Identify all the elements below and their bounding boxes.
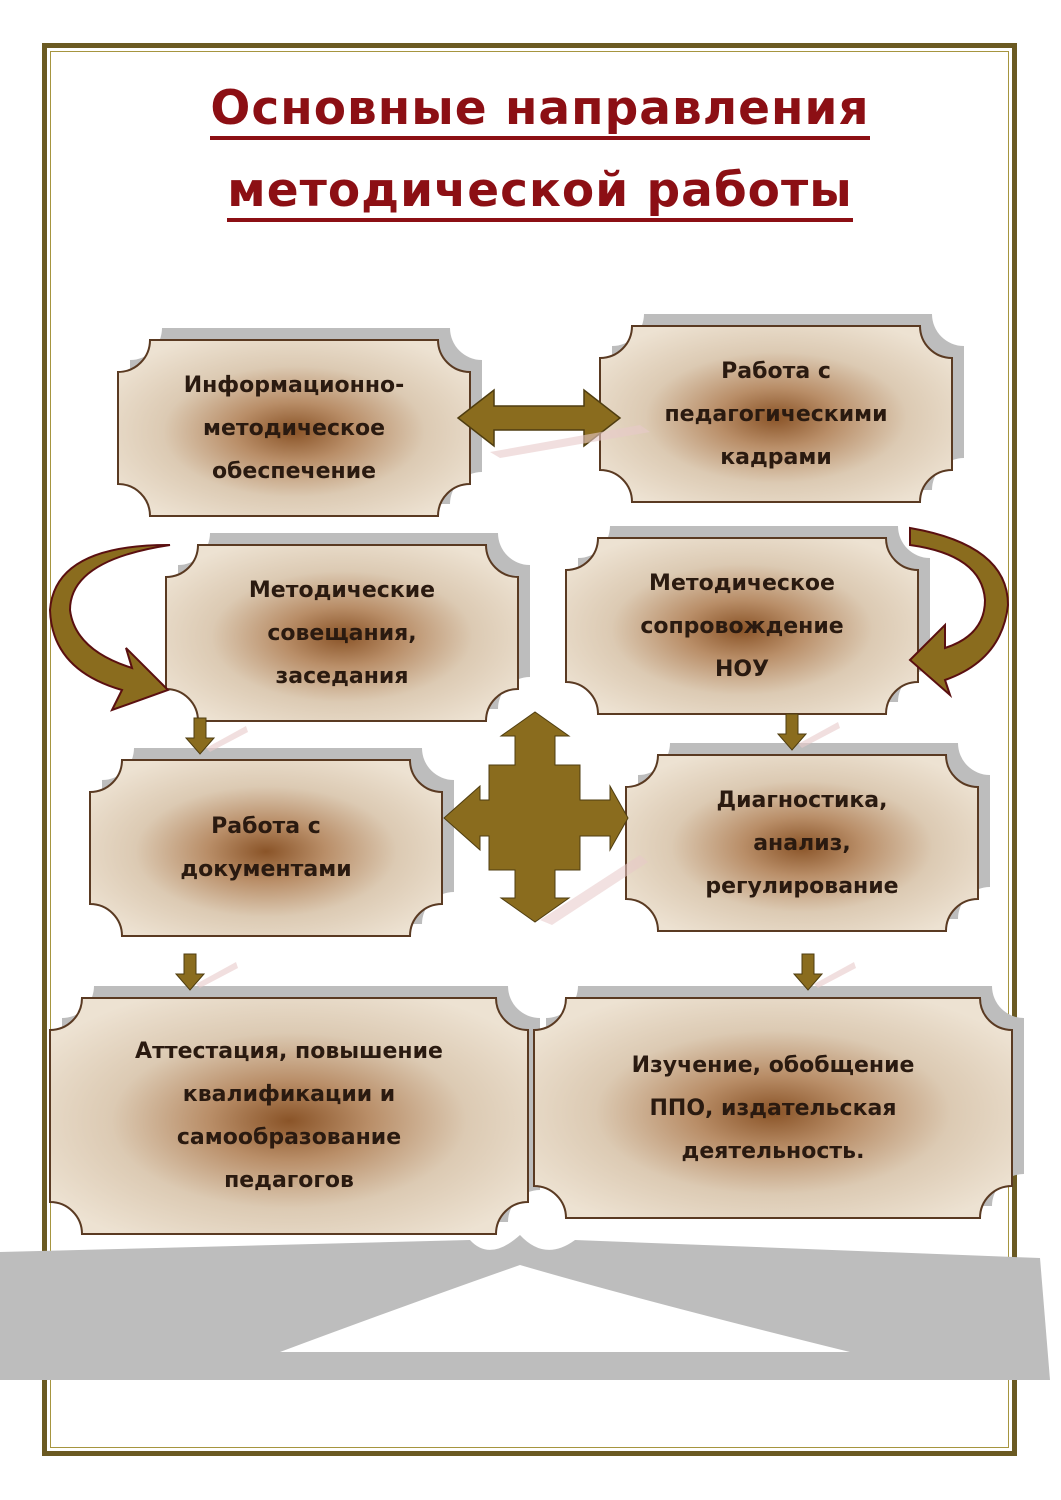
box-attest: [49, 997, 529, 1235]
node-label-study: Изучение, обобщение ППО, издательская де…: [552, 1010, 994, 1206]
box-staff: [599, 325, 953, 503]
node-label-diag: Диагностика, анализ, регулирование: [644, 767, 960, 919]
node-label-staff: Работа с педагогическими кадрами: [618, 338, 934, 490]
curved-arrow-left: [48, 544, 171, 712]
node-text: Работа с педагогическими кадрами: [664, 358, 888, 470]
page-frame: [42, 43, 1017, 1456]
node-text: Работа с документами: [180, 814, 352, 882]
down-arrow-nou: [776, 713, 808, 751]
node-text: Методическое сопровождение НОУ: [640, 570, 844, 682]
double-arrow: [456, 388, 622, 448]
box-study: [533, 997, 1013, 1219]
arrow-reflection: [490, 425, 650, 458]
down-arrow-diag: [792, 953, 824, 991]
down-arrow-docs: [174, 953, 206, 991]
node-label-info: Информационно- методическое обеспечение: [136, 352, 452, 504]
node-text: Информационно- методическое обеспечение: [183, 372, 405, 484]
cross-reflection: [540, 855, 648, 925]
curved-arrow-right: [908, 526, 1010, 699]
box-nou: [565, 537, 919, 715]
down-arrow-nou-reflection: [798, 722, 840, 748]
down-arrow-meetings: [184, 717, 216, 755]
down-arrow-diag-reflection: [814, 962, 856, 988]
page-title-line-1: Основные направления: [60, 66, 1020, 152]
page-title-line-2: методической работы: [60, 148, 1020, 234]
node-text: Изучение, обобщение ППО, издательская де…: [631, 1052, 915, 1164]
box-info: [117, 339, 471, 517]
ground-highlight: [280, 1265, 850, 1352]
four-way-arrow: [443, 711, 629, 923]
node-text: Диагностика, анализ, регулирование: [705, 787, 899, 899]
down-arrow-meetings-reflection: [206, 726, 248, 752]
node-text: Методические совещания, заседания: [248, 577, 436, 689]
node-label-docs: Работа с документами: [108, 772, 424, 924]
box-meetings: [165, 544, 519, 722]
node-label-meetings: Методические совещания, заседания: [184, 557, 500, 709]
node-label-nou: Методическое сопровождение НОУ: [584, 550, 900, 702]
box-diag: [625, 754, 979, 932]
node-label-attest: Аттестация, повышение квалификации и сам…: [68, 1010, 510, 1222]
node-text: Аттестация, повышение квалификации и сам…: [135, 1039, 443, 1193]
box-docs: [89, 759, 443, 937]
down-arrow-docs-reflection: [196, 962, 238, 988]
